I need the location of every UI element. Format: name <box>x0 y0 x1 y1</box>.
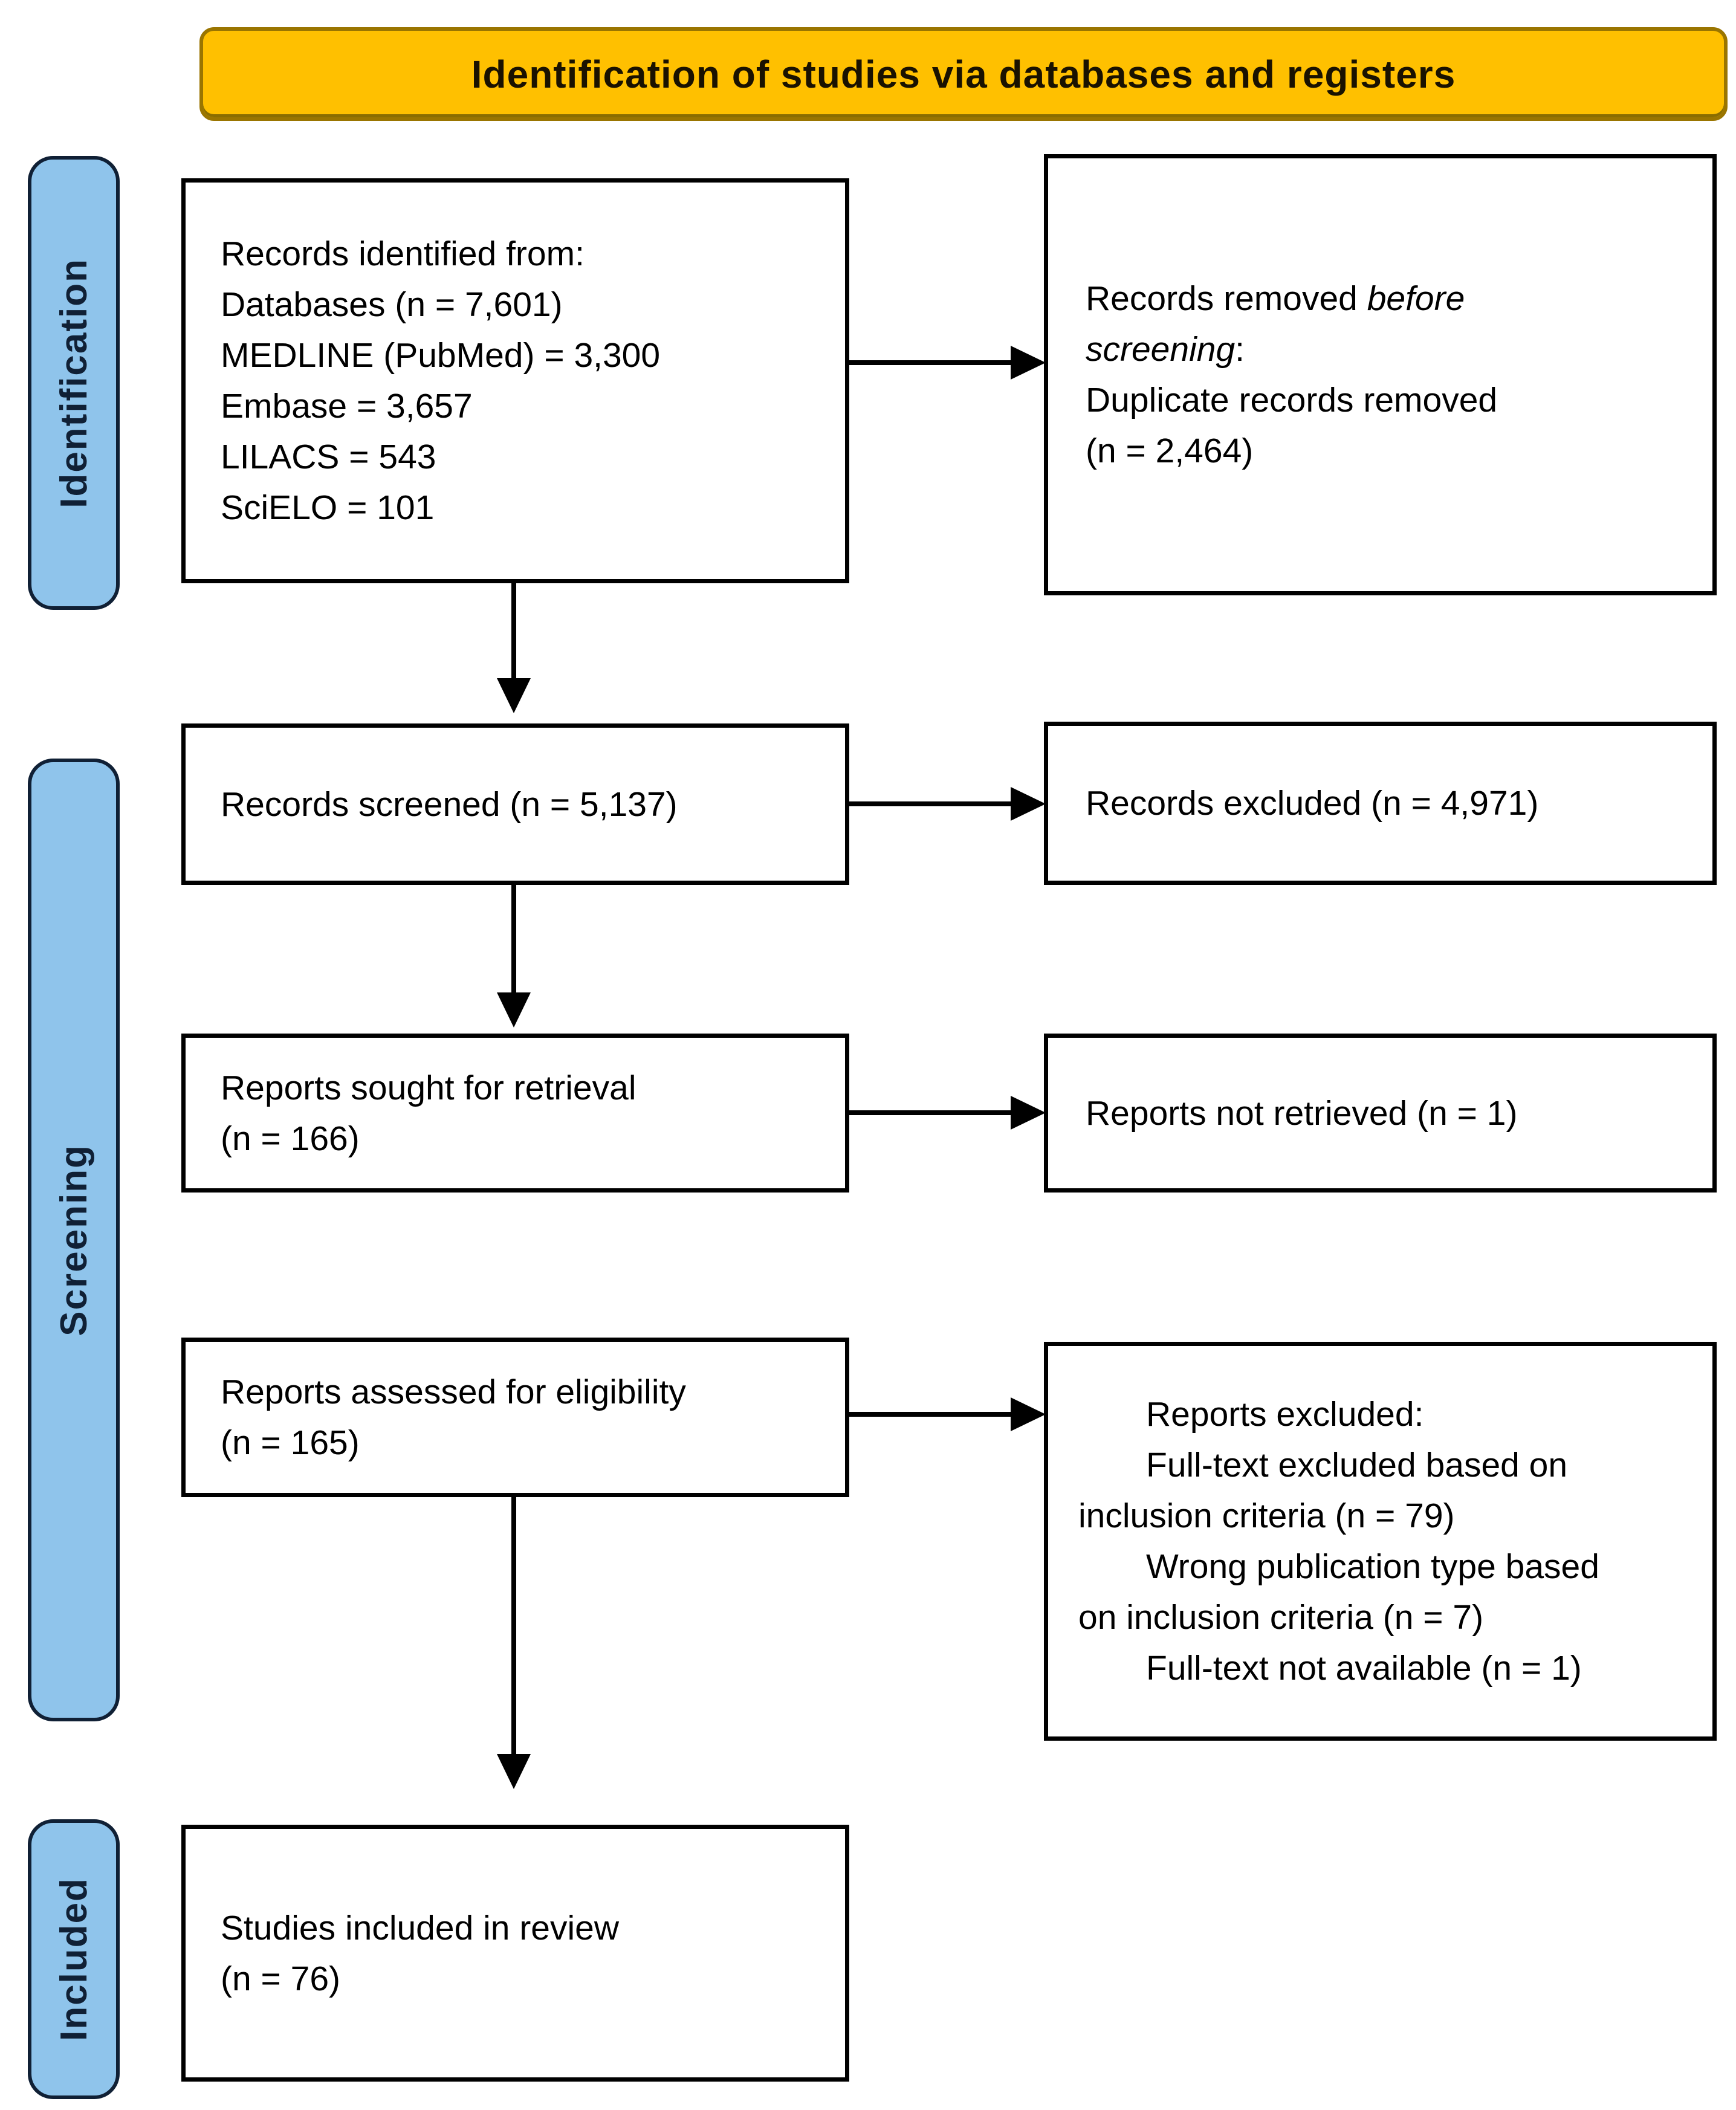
studies-included-line: Studies included in review <box>221 1908 620 1947</box>
records-removed-line: (n = 2,464) <box>1086 432 1254 470</box>
studies-included-line: (n = 76) <box>221 1959 341 1998</box>
records-identified-line: Records identified from: <box>221 235 585 273</box>
records-removed-italic: screening <box>1086 330 1236 369</box>
reports-excluded-line: inclusion criteria (n = 79) <box>1078 1497 1455 1535</box>
reports-excluded-line: Reports excluded: <box>1146 1395 1424 1434</box>
arrow-assessed-to-reports-excluded-shaft <box>849 1412 1012 1417</box>
arrow-screened-to-sought-shaft <box>511 885 516 997</box>
arrow-identified-to-screened-shaft <box>511 583 516 683</box>
arrow-assessed-to-reports-excluded-head <box>1011 1397 1046 1431</box>
box-reports-sought: Reports sought for retrieval (n = 166) <box>181 1034 849 1193</box>
banner: Identification of studies via databases … <box>199 27 1728 121</box>
records-removed-line: Duplicate records removed <box>1086 381 1498 419</box>
box-reports-excluded: Reports excluded: Full-text excluded bas… <box>1044 1342 1717 1741</box>
reports-excluded-line: Wrong publication type based <box>1146 1547 1599 1586</box>
arrow-screened-to-excluded-shaft <box>849 801 1012 806</box>
box-records-excluded: Records excluded (n = 4,971) <box>1044 722 1717 885</box>
box-records-screened: Records screened (n = 5,137) <box>181 723 849 885</box>
records-identified-line: MEDLINE (PubMed) = 3,300 <box>221 336 661 375</box>
arrow-screened-to-sought-head <box>497 992 531 1027</box>
box-reports-assessed: Reports assessed for eligibility (n = 16… <box>181 1338 849 1497</box>
stage-bar-included: Included <box>28 1819 120 2099</box>
records-identified-line: Databases (n = 7,601) <box>221 285 563 324</box>
reports-sought-line: (n = 166) <box>221 1119 360 1158</box>
banner-title: Identification of studies via databases … <box>471 52 1456 96</box>
stage-bar-identification: Identification <box>28 156 120 610</box>
box-records-identified: Records identified from: Databases (n = … <box>181 178 849 583</box>
arrow-assessed-to-included-shaft <box>511 1497 516 1758</box>
reports-assessed-line: Reports assessed for eligibility <box>221 1373 686 1411</box>
arrow-sought-to-not-retrieved-head <box>1011 1096 1046 1130</box>
records-screened-text: Records screened (n = 5,137) <box>221 785 678 824</box>
records-removed-line: screening: <box>1086 324 1694 375</box>
stage-bar-screening: Screening <box>28 759 120 1721</box>
arrow-assessed-to-included-head <box>497 1754 531 1789</box>
arrow-identified-to-removed-head <box>1011 346 1046 380</box>
box-studies-included: Studies included in review (n = 76) <box>181 1825 849 2082</box>
stage-label-included: Included <box>53 1877 95 2041</box>
reports-excluded-line: on inclusion criteria (n = 7) <box>1078 1598 1484 1637</box>
arrow-identified-to-removed-shaft <box>849 360 1012 365</box>
box-records-removed: Records removed before screening: Duplic… <box>1044 154 1717 595</box>
records-identified-line: Embase = 3,657 <box>221 387 473 426</box>
stage-label-identification: Identification <box>53 257 95 508</box>
records-identified-line: LILACS = 543 <box>221 438 436 476</box>
reports-assessed-line: (n = 165) <box>221 1423 360 1462</box>
records-removed-text: : <box>1235 330 1245 369</box>
records-removed-italic: before <box>1367 279 1465 318</box>
stage-label-screening: Screening <box>53 1144 95 1336</box>
reports-sought-line: Reports sought for retrieval <box>221 1068 636 1107</box>
records-removed-text: Records removed <box>1086 279 1367 318</box>
box-reports-not-retrieved: Reports not retrieved (n = 1) <box>1044 1034 1717 1193</box>
arrow-identified-to-screened-head <box>497 678 531 713</box>
records-excluded-text: Records excluded (n = 4,971) <box>1086 784 1539 823</box>
records-identified-line: SciELO = 101 <box>221 488 435 527</box>
arrow-sought-to-not-retrieved-shaft <box>849 1110 1012 1115</box>
reports-excluded-line: Full-text excluded based on <box>1146 1446 1568 1484</box>
records-removed-line: Records removed before <box>1086 273 1694 324</box>
reports-not-retrieved-text: Reports not retrieved (n = 1) <box>1086 1093 1518 1133</box>
reports-excluded-line: Full-text not available (n = 1) <box>1146 1649 1582 1688</box>
arrow-screened-to-excluded-head <box>1011 787 1046 821</box>
